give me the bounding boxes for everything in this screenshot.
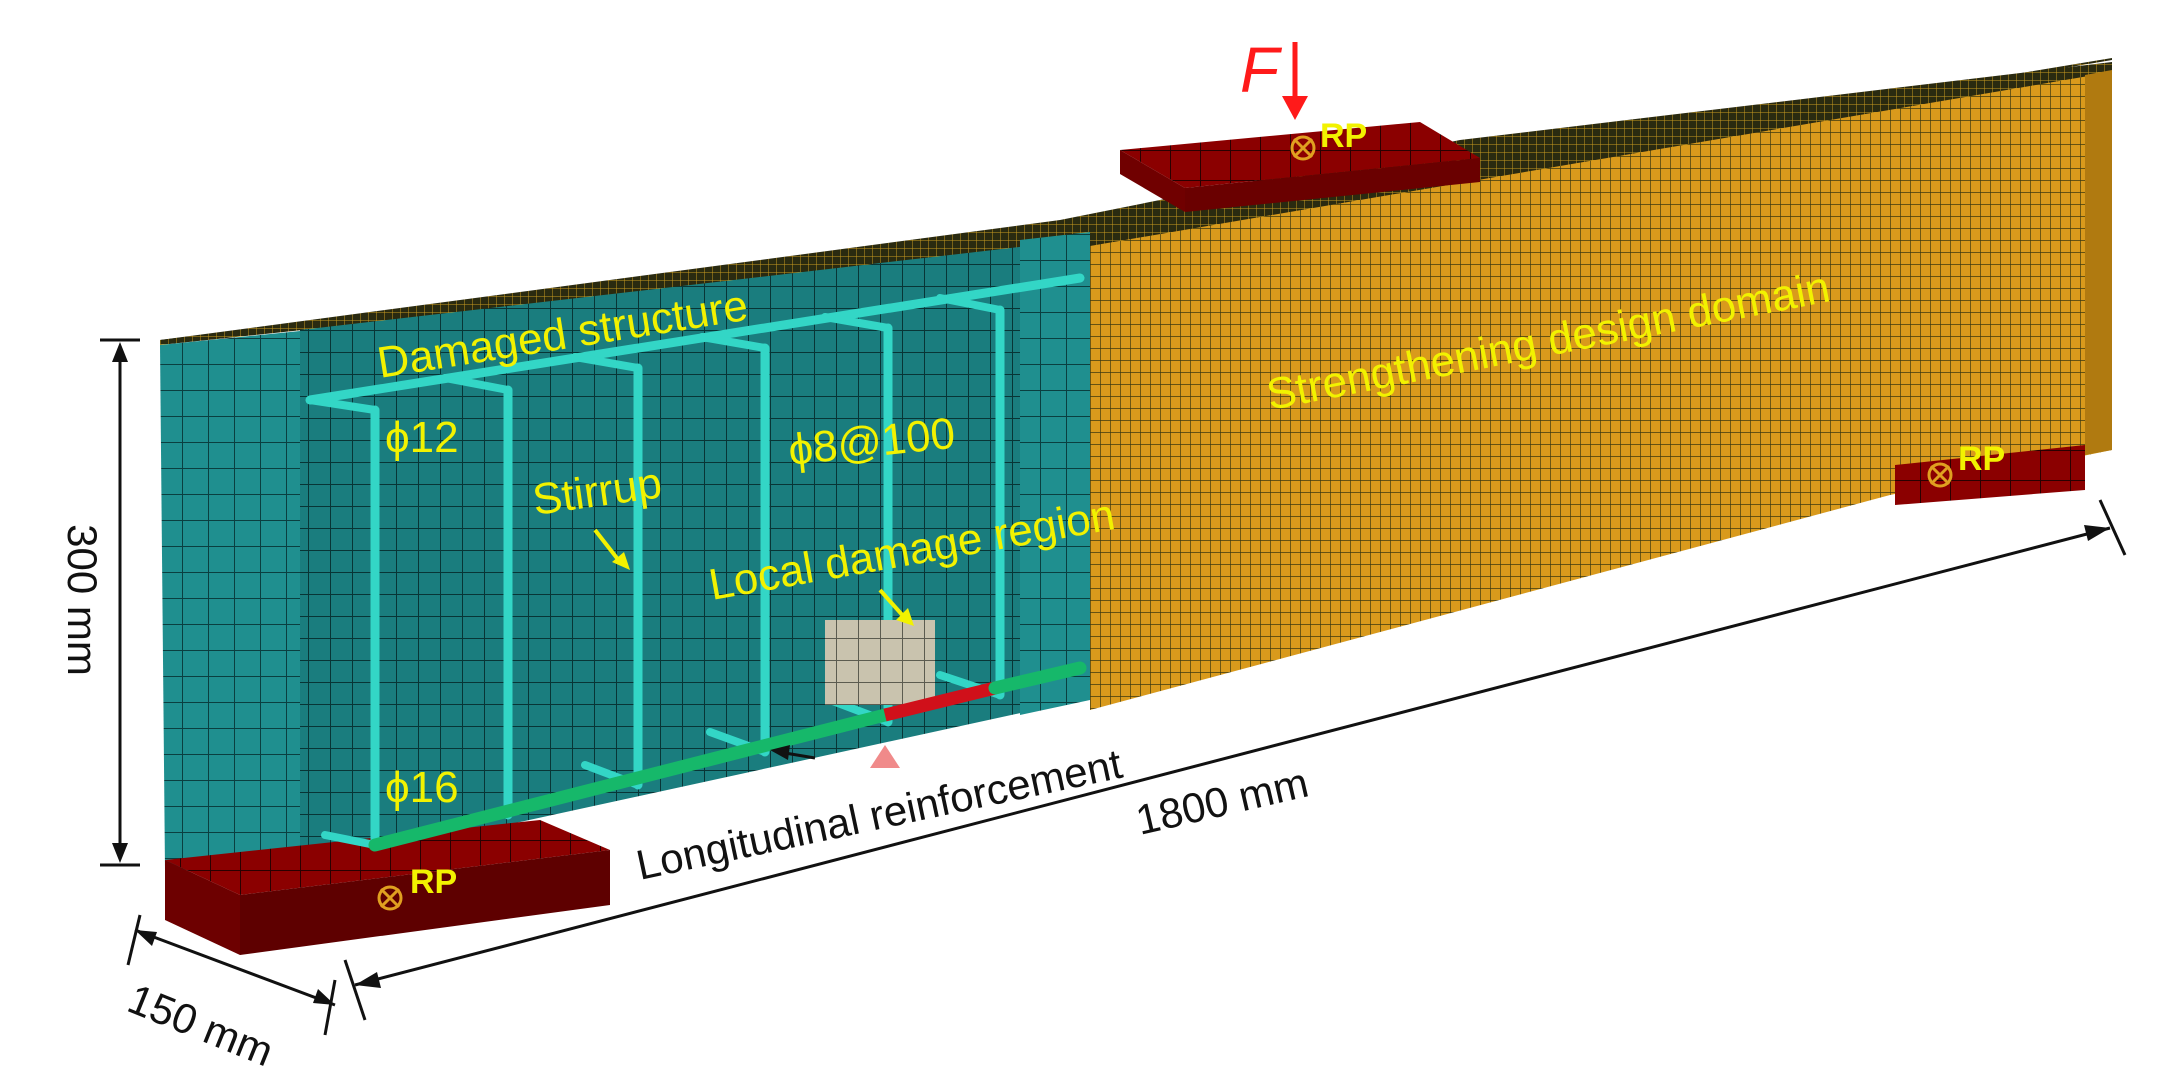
longitudinal-pointer xyxy=(770,745,816,760)
phi16-label: ϕ16 xyxy=(385,763,459,812)
force-arrow xyxy=(1282,42,1308,120)
local-damage-patch xyxy=(825,620,935,705)
design-domain-face xyxy=(1090,72,2112,710)
rp-label-top: RP xyxy=(1320,117,1367,155)
rp-label-left: RP xyxy=(410,863,457,901)
rp-marker-top xyxy=(1290,135,1316,161)
dim-width xyxy=(126,914,337,1036)
support-right xyxy=(1895,445,2085,505)
longitudinal-rebar xyxy=(368,708,892,852)
notch-marker xyxy=(870,745,900,768)
longitudinal-rebar-right xyxy=(988,661,1087,695)
dim-length-label: 1800 mm xyxy=(1131,759,1312,844)
dim-width-label: 150 mm xyxy=(122,975,280,1075)
load-plate-front xyxy=(1120,150,1185,212)
damaged-cut-face xyxy=(1020,232,1090,715)
beam-top-surface xyxy=(160,62,2112,345)
top-rebar-stubs xyxy=(306,294,1004,414)
stirrup-pointer xyxy=(593,528,630,570)
force-label: F xyxy=(1240,34,1283,106)
damaged-end-face xyxy=(160,330,310,870)
stirrups xyxy=(370,305,1005,850)
rp-marker-right xyxy=(1927,462,1953,488)
load-plate-top xyxy=(1120,122,1480,188)
rp-marker-left xyxy=(377,885,403,911)
damage-pointer xyxy=(878,588,914,626)
load-plate-side xyxy=(1185,158,1480,212)
support-left-side xyxy=(240,850,610,955)
dim-length xyxy=(343,499,2127,1021)
phi12-label: ϕ12 xyxy=(385,413,459,462)
support-left-top xyxy=(165,820,610,895)
design-domain-side xyxy=(2085,70,2112,455)
dim-height-label: 300 mm xyxy=(59,524,106,676)
rp-label-right: RP xyxy=(1958,440,2005,478)
support-left-front xyxy=(165,860,240,955)
damaged-rebar-segment xyxy=(883,681,997,722)
dim-height xyxy=(100,338,140,867)
